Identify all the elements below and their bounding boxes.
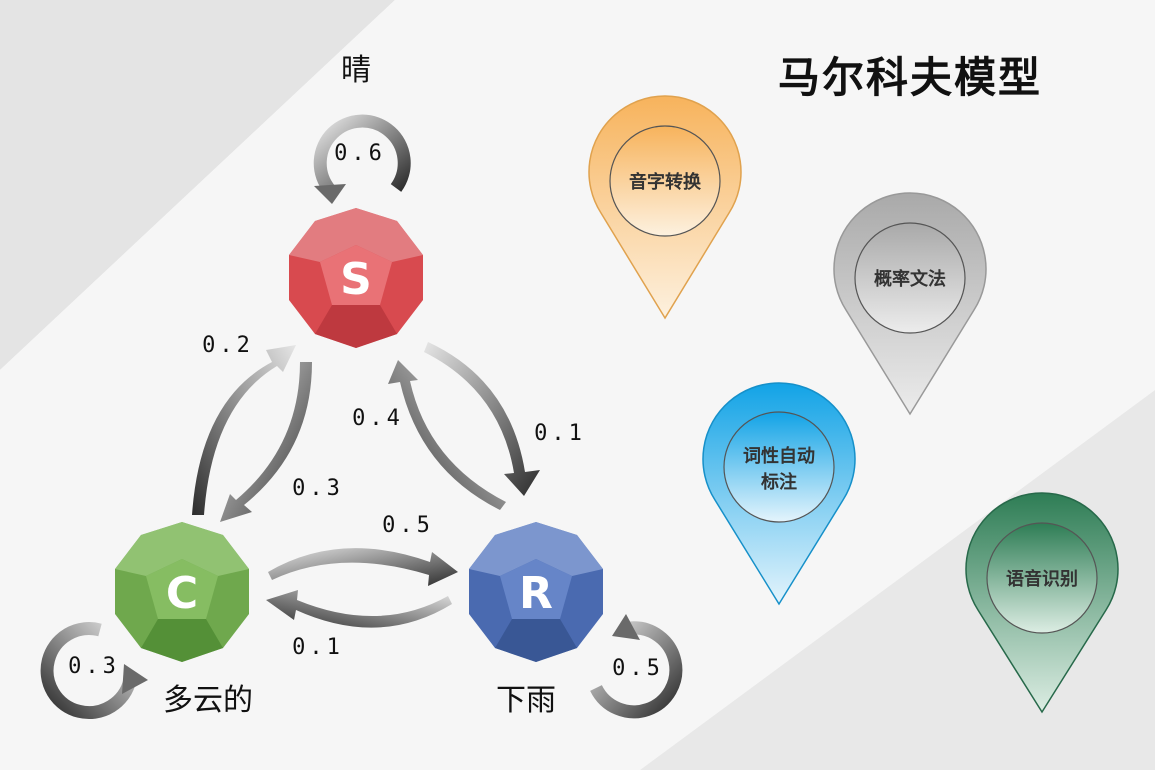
pin-gray-inner-circle bbox=[854, 222, 966, 334]
state-sunny-label: 晴 bbox=[341, 53, 371, 88]
prob-sunny-cloudy: 0.3 bbox=[292, 476, 344, 501]
page-title: 马尔科夫模型 bbox=[778, 53, 1042, 102]
application-pin-gray: 概率文法 bbox=[833, 192, 987, 416]
loop-sunny-head bbox=[314, 184, 346, 204]
prob-sunny-sunny: 0.6 bbox=[334, 141, 386, 166]
pin-blue-text-line1: 词性自动 bbox=[743, 445, 815, 467]
state-sunny-face bbox=[320, 245, 392, 305]
pin-green-text: 语音识别 bbox=[1006, 568, 1078, 590]
loop-rainy bbox=[590, 621, 683, 719]
pin-gray-text: 概率文法 bbox=[874, 268, 946, 290]
pin-green-inner-circle bbox=[986, 522, 1098, 634]
arrow-sunny-to-cloudy bbox=[220, 362, 312, 522]
prob-sunny-rainy: 0.1 bbox=[534, 421, 586, 446]
pin-blue-inner-circle bbox=[723, 411, 835, 523]
state-rainy-face bbox=[500, 559, 572, 619]
state-cloudy: C bbox=[115, 522, 249, 662]
self-loops bbox=[40, 114, 683, 719]
prob-rainy-sunny: 0.4 bbox=[352, 406, 404, 431]
prob-rainy-cloudy: 0.1 bbox=[292, 635, 344, 660]
state-sunny-letter: S bbox=[340, 254, 372, 305]
state-rainy-letter: R bbox=[519, 568, 553, 619]
state-cloudy-letter: C bbox=[166, 568, 198, 619]
loop-cloudy bbox=[40, 622, 137, 719]
application-pin-green: 语音识别 bbox=[965, 492, 1119, 714]
application-pin-blue: 词性自动 标注 bbox=[702, 382, 856, 606]
transition-arrows bbox=[192, 342, 540, 628]
prob-cloudy-rainy: 0.5 bbox=[382, 513, 434, 538]
arrow-cloudy-to-rainy bbox=[268, 548, 458, 586]
loop-cloudy-head bbox=[122, 664, 148, 694]
arrow-sunny-to-rainy bbox=[424, 342, 540, 496]
arrow-cloudy-to-sunny bbox=[192, 345, 296, 515]
loop-rainy-head bbox=[612, 614, 640, 640]
transition-probabilities: 0.6 0.2 0.3 0.1 0.4 0.5 0.1 0.3 0.5 bbox=[68, 141, 664, 681]
arrow-rainy-to-sunny bbox=[388, 360, 506, 510]
state-cloudy-label: 多云的 bbox=[163, 683, 253, 718]
state-cloudy-face bbox=[146, 559, 218, 619]
loop-sunny bbox=[313, 114, 411, 195]
state-rainy-label: 下雨 bbox=[496, 683, 556, 718]
prob-cloudy-cloudy: 0.3 bbox=[68, 654, 120, 679]
arrow-rainy-to-cloudy bbox=[266, 590, 452, 628]
pin-orange-text: 音字转换 bbox=[629, 171, 702, 193]
state-rainy: R bbox=[469, 522, 603, 662]
pin-blue-text-line2: 标注 bbox=[760, 471, 797, 493]
prob-cloudy-sunny: 0.2 bbox=[202, 333, 254, 358]
prob-rainy-rainy: 0.5 bbox=[612, 656, 664, 681]
application-pin-orange: 音字转换 bbox=[588, 95, 742, 320]
state-sunny: S bbox=[289, 208, 423, 348]
pin-orange-inner-circle bbox=[609, 125, 721, 237]
